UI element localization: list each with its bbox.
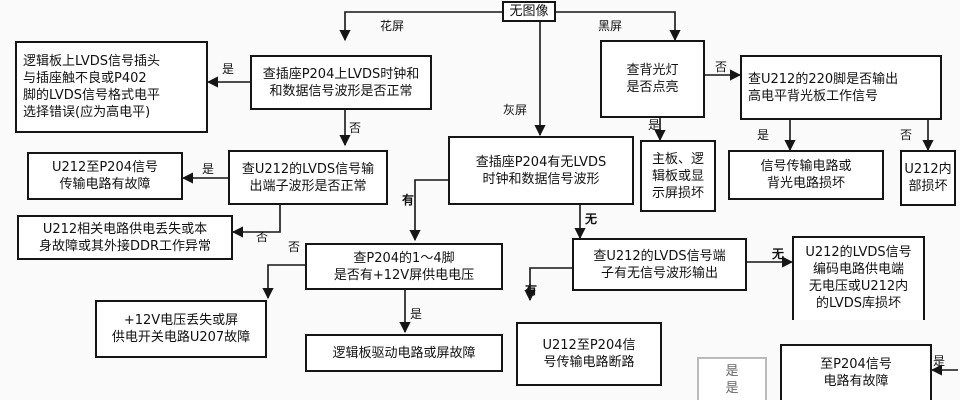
label-no-1: 否 (349, 121, 362, 135)
node-check-p204-pins: 查P204的1～4脚 是否有+12V屏供电电压 (305, 243, 503, 290)
node-start: 无图像 (502, 1, 556, 22)
label-have-2: 有 (525, 283, 538, 297)
label-none-2: 无 (772, 247, 785, 261)
edge-have-1 (409, 179, 448, 242)
label-huiping: 灰屏 (503, 103, 528, 117)
node-main-board-fault: 主板、逻 辑板或显 示屏损坏 (640, 140, 716, 212)
node-check-u212-lvds-out: 查U212的LVDS信号端 子有无信号波形输出 (572, 238, 747, 291)
node-logic-drive-fault: 逻辑板驱动电路或屏故障 (305, 334, 503, 372)
node-u212-encode-fault: U212的LVDS信号 编码电路供电端 无电压或U212内 的LVDS库损坏 (792, 236, 925, 320)
label-yes-2: 是 (202, 162, 215, 176)
edge-start-heiping (556, 11, 681, 42)
label-yes-1: 是 (222, 62, 235, 76)
edge-no-2 (231, 205, 281, 238)
label-no-2b: 否 (288, 240, 301, 254)
node-check-p204-signal: 查插座P204上LVDS时钟和 和数据信号波形是否正常 (250, 55, 432, 110)
label-yes-5: 是 (757, 128, 770, 142)
label-no-2: 否 (256, 230, 269, 244)
node-check-u212-220: 查U212的220脚是否输出 高电平背光板工作信号 (740, 55, 942, 120)
node-check-p204-lvds: 查插座P204有无LVDS 时钟和数据信号波形 (448, 136, 634, 205)
node-p204-signal-fault: 至P204信号 电路有故障 (780, 344, 932, 400)
label-yes-6: 是 (933, 354, 946, 368)
node-u212-p204-open: U212至P204信 号传输电路断路 (516, 322, 662, 386)
node-logic-board-fault: 逻辑板上LVDS信号插头 与插座触不良或P402 脚的LVDS信号格式电平 选择… (15, 41, 208, 133)
node-u212-p204-fault: U212至P204信号 传输电路有故障 (27, 152, 183, 200)
node-partial-left: 是 是 (697, 357, 767, 400)
label-yes-3: 是 (410, 307, 423, 321)
node-u212-internal: U212内 部损坏 (900, 150, 956, 206)
label-huaping: 花屏 (380, 19, 405, 33)
edge-have-2 (524, 267, 572, 302)
node-check-u212-output: 查U212的LVDS信号输 出端子波形是否正常 (228, 150, 388, 205)
node-check-backlight: 查背光灯 是否点亮 (600, 40, 705, 118)
label-have-1: 有 (402, 193, 415, 207)
label-none-1: 无 (585, 212, 598, 226)
node-power-12v-fault: +12V电压丢失或屏 供电开关电路U207故障 (95, 300, 267, 358)
edge-start-huaping (339, 11, 502, 42)
label-yes-4: 是 (648, 118, 661, 132)
node-signal-backlight-fault: 信号传输电路或 背光电路损坏 (728, 150, 884, 200)
label-no-4: 否 (715, 60, 728, 74)
label-no-5: 否 (900, 128, 913, 142)
edge-no-3 (262, 264, 305, 300)
node-u212-power-fault: U212相关电路供电丢失或本 身故障或其外接DDR工作异常 (17, 215, 233, 260)
label-heiping: 黑屏 (598, 19, 623, 33)
